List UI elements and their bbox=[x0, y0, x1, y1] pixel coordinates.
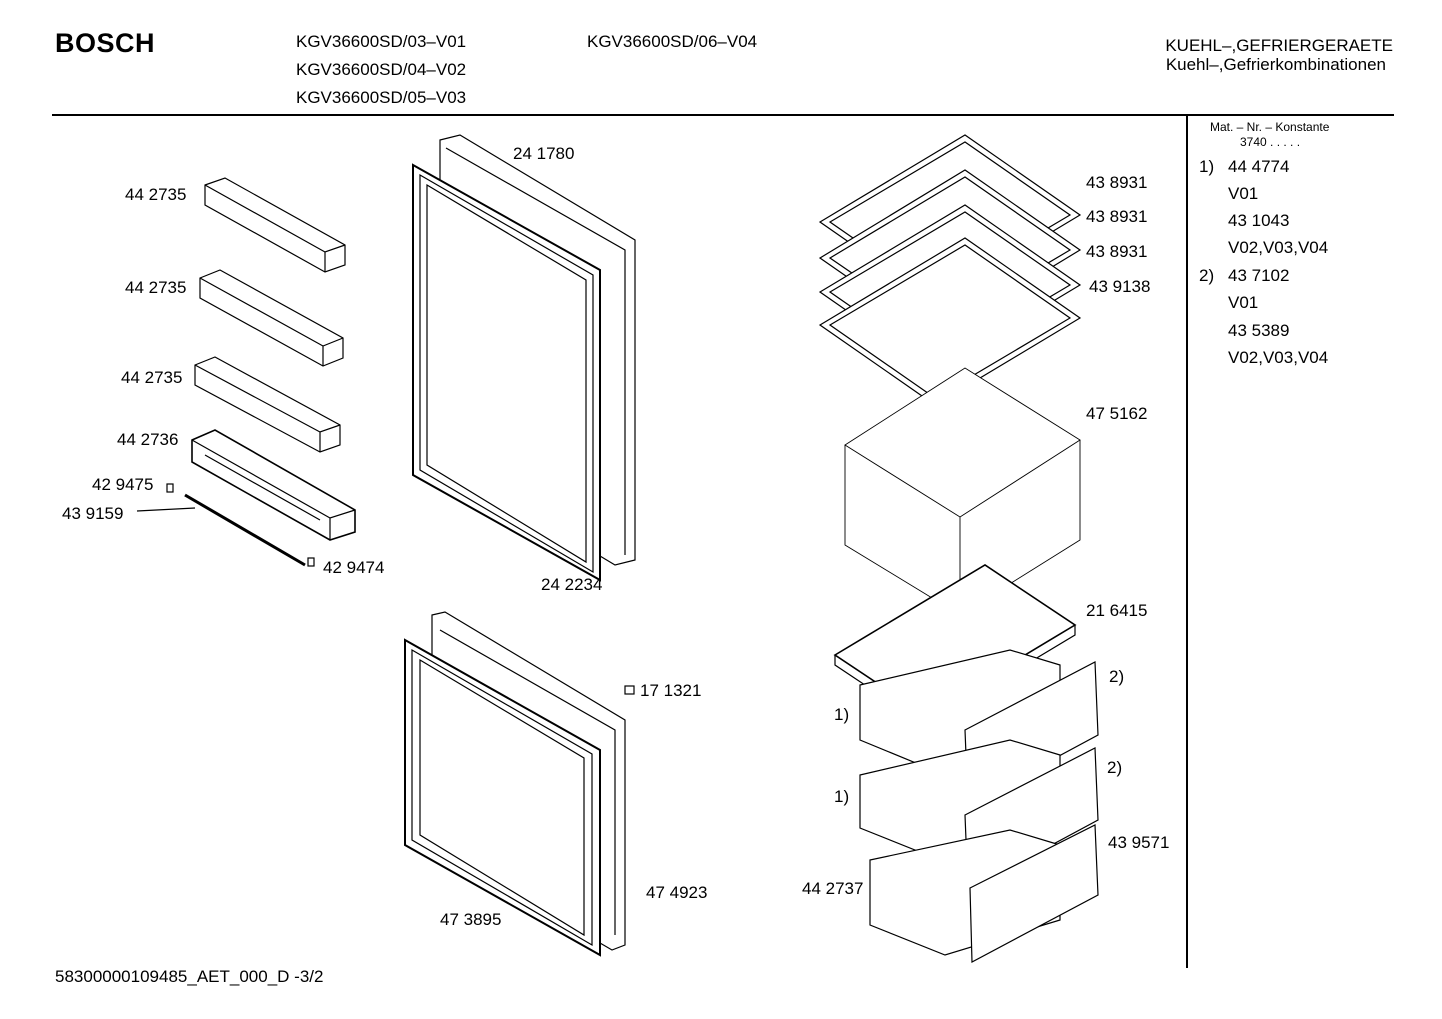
model-number: KGV36600SD/06–V04 bbox=[587, 32, 758, 51]
door-shelf-2 bbox=[199, 269, 344, 367]
part-label: 47 4923 bbox=[646, 883, 708, 902]
door-shelf-3 bbox=[194, 356, 341, 453]
part-label: 43 8931 bbox=[1086, 207, 1148, 226]
part-label: 24 2234 bbox=[541, 575, 603, 594]
part-label: 44 2737 bbox=[802, 879, 864, 898]
legend-line: V01 bbox=[1228, 293, 1259, 312]
part-label: 42 9475 bbox=[92, 475, 154, 494]
part-label: 17 1321 bbox=[640, 681, 702, 700]
part-label: 44 2735 bbox=[125, 278, 187, 297]
part-label: 24 1780 bbox=[513, 144, 575, 163]
legend-marker: 1) bbox=[1199, 157, 1215, 176]
glass-shelves bbox=[818, 134, 1082, 406]
part-label: 43 9571 bbox=[1108, 833, 1170, 852]
part-label: 43 8931 bbox=[1086, 173, 1148, 192]
part-label: 44 2735 bbox=[121, 368, 183, 387]
legend-line: 43 5389 bbox=[1228, 321, 1290, 340]
legend-divider bbox=[1186, 115, 1188, 968]
model-number: KGV36600SD/03–V01 bbox=[296, 32, 467, 51]
part-label: 42 9474 bbox=[323, 558, 385, 577]
drawer-ref: 1) bbox=[834, 787, 850, 806]
door-shelf-1 bbox=[204, 177, 346, 273]
part-label: 44 2736 bbox=[117, 430, 179, 449]
brand-logo: BOSCH bbox=[55, 28, 156, 58]
drawer-ref: 2) bbox=[1109, 667, 1125, 686]
document-id: 58300000109485_AET_000_D -3/2 bbox=[55, 967, 324, 986]
part-label: 43 9138 bbox=[1089, 277, 1151, 296]
legend-line: 43 7102 bbox=[1228, 266, 1290, 285]
legend-marker: 2) bbox=[1199, 266, 1215, 285]
header-rule bbox=[52, 114, 1394, 116]
fridge-gasket bbox=[412, 163, 601, 582]
legend-line: V02,V03,V04 bbox=[1228, 348, 1329, 367]
model-number: KGV36600SD/05–V03 bbox=[296, 88, 467, 107]
part-label: 43 8931 bbox=[1086, 242, 1148, 261]
legend-line: 43 1043 bbox=[1228, 211, 1290, 230]
shelf-rod bbox=[136, 483, 315, 567]
part-label: 43 9159 bbox=[62, 504, 124, 523]
drawer-bottom bbox=[869, 824, 1099, 963]
category-title: KUEHL–,GEFRIERGERAETE bbox=[1165, 36, 1393, 55]
subcategory-title: Kuehl–,Gefrierkombinationen bbox=[1165, 55, 1386, 74]
legend-line: 44 4774 bbox=[1228, 157, 1290, 176]
drawer-ref: 2) bbox=[1107, 758, 1123, 777]
part-label: 47 5162 bbox=[1086, 404, 1148, 423]
legend-constant: 3740 . . . . . bbox=[1240, 135, 1301, 149]
drawer-ref: 1) bbox=[834, 705, 850, 724]
legend-title: Mat. – Nr. – Konstante bbox=[1210, 120, 1330, 134]
part-label: 44 2735 bbox=[125, 185, 187, 204]
bottle-shelf bbox=[191, 429, 356, 541]
legend-line: V01 bbox=[1228, 184, 1259, 203]
legend-line: V02,V03,V04 bbox=[1228, 238, 1329, 257]
model-number: KGV36600SD/04–V02 bbox=[296, 60, 467, 79]
part-label: 47 3895 bbox=[440, 910, 502, 929]
part-label: 21 6415 bbox=[1086, 601, 1148, 620]
freezer-gasket bbox=[404, 638, 601, 957]
